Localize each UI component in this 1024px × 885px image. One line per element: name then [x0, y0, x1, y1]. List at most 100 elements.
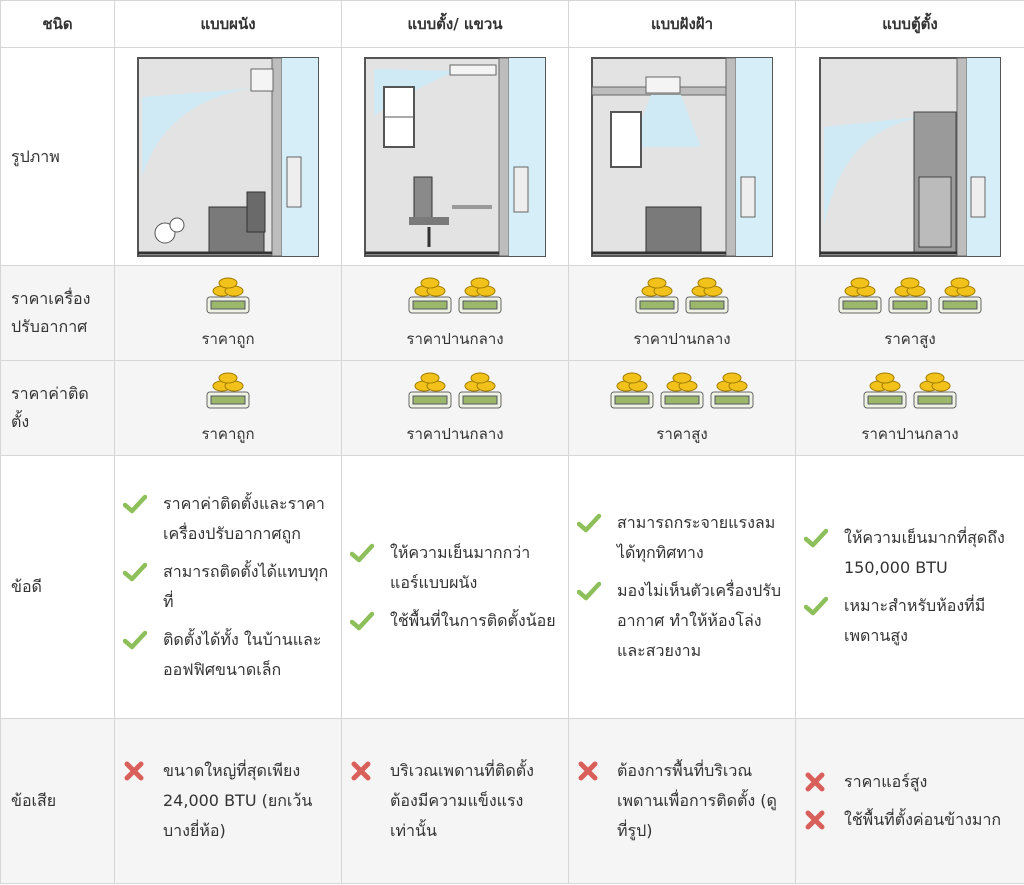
- money-icon: [407, 370, 453, 414]
- pros-cell: ราคาค่าติดตั้งและราคาเครื่องปรับอากาศถูก…: [114, 455, 342, 719]
- install-price-cell: ราคาสูง: [568, 360, 796, 456]
- check-icon: [577, 508, 617, 538]
- cross-icon: [577, 756, 617, 786]
- list-item: ให้ความเย็นมากที่สุดถึง 150,000 BTU: [804, 523, 1014, 583]
- list-item-text: ให้ความเย็นมากกว่าแอร์แบบผนัง: [390, 543, 531, 592]
- pros-cell: สามารถกระจายแรงลมได้ทุกทิศทางมองไม่เห็นต…: [568, 455, 796, 719]
- check-icon: [123, 557, 163, 587]
- money-icon: [837, 275, 883, 319]
- money-icon: [937, 275, 983, 319]
- list-item-text: เหมาะสำหรับห้องที่มีเพดานสูง: [844, 596, 986, 645]
- list-item-text: สามารถติดตั้งได้แทบทุกที่: [163, 562, 329, 611]
- pros-cell: ให้ความเย็นมากกว่าแอร์แบบผนังใช้พื้นที่ใ…: [341, 455, 569, 719]
- cross-icon: [804, 767, 844, 797]
- list-item-text: ให้ความเย็นมากที่สุดถึง 150,000 BTU: [844, 528, 1005, 577]
- money-icon: [709, 370, 755, 414]
- money-icon: [862, 370, 908, 414]
- list-item-text: ราคาค่าติดตั้งและราคาเครื่องปรับอากาศถูก: [163, 494, 325, 543]
- list-item: ใช้พื้นที่ตั้งค่อนข้างมาก: [804, 805, 1014, 835]
- money-icon: [609, 370, 655, 414]
- pros-list: ให้ความเย็นมากที่สุดถึง 150,000 BTU เหมาะ…: [796, 523, 1024, 651]
- check-icon: [804, 591, 844, 621]
- list-item: ติดตั้งได้ทั้ง ในบ้านและออฟฟิศขนาดเล็ก: [123, 625, 331, 685]
- pros-list: ราคาค่าติดตั้งและราคาเครื่องปรับอากาศถูก…: [115, 489, 341, 685]
- row-label-cons: ข้อเสีย: [0, 718, 115, 884]
- list-item-text: ราคาแอร์สูง: [844, 772, 928, 791]
- list-item-text: ขนาดใหญ่ที่สุดเพียง 24,000 BTU (ยกเว้นบา…: [163, 761, 313, 840]
- cons-cell: บริเวณเพดานที่ติดตั้งต้องมีความแข็งแรงเท…: [341, 718, 569, 884]
- money-icons: [342, 275, 568, 319]
- check-icon: [350, 538, 390, 568]
- cons-list: ต้องการพื้นที่บริเวณเพดานเพื่อการติดตั้ง…: [569, 756, 795, 846]
- cons-cell: ขนาดใหญ่ที่สุดเพียง 24,000 BTU (ยกเว้นบา…: [114, 718, 342, 884]
- cons-cell: ต้องการพื้นที่บริเวณเพดานเพื่อการติดตั้ง…: [568, 718, 796, 884]
- money-icon: [457, 275, 503, 319]
- money-icons: [342, 370, 568, 414]
- list-item-text: ใช้พื้นที่ตั้งค่อนข้างมาก: [844, 810, 1002, 829]
- check-icon: [123, 489, 163, 519]
- pros-list: สามารถกระจายแรงลมได้ทุกทิศทางมองไม่เห็นต…: [569, 508, 795, 666]
- header-floor-standing: แบบตู้ตั้ง: [795, 0, 1024, 48]
- list-item: ใช้พื้นที่ในการติดตั้งน้อย: [350, 606, 558, 636]
- list-item-text: ติดตั้งได้ทั้ง ในบ้านและออฟฟิศขนาดเล็ก: [163, 630, 322, 679]
- money-icon: [684, 275, 730, 319]
- price-label: ราคาปานกลาง: [406, 425, 504, 443]
- money-icon: [912, 370, 958, 414]
- list-item: สามารถกระจายแรงลมได้ทุกทิศทาง: [577, 508, 785, 568]
- money-icons: [115, 275, 341, 319]
- cons-cell: ราคาแอร์สูงใช้พื้นที่ตั้งค่อนข้างมาก: [795, 718, 1024, 884]
- list-item: มองไม่เห็นตัวเครื่องปรับอากาศ ทำให้ห้องโ…: [577, 576, 785, 666]
- header-row: ชนิด แบบผนัง แบบตั้ง/ แขวน แบบฝังฝ้า แบบ…: [0, 0, 1024, 48]
- install-price-cell: ราคาถูก: [114, 360, 342, 456]
- cons-list: ขนาดใหญ่ที่สุดเพียง 24,000 BTU (ยกเว้นบา…: [115, 756, 341, 846]
- money-icon: [634, 275, 680, 319]
- cross-icon: [804, 805, 844, 835]
- install-price-cell: ราคาปานกลาง: [341, 360, 569, 456]
- pros-row: ข้อดี ราคาค่าติดตั้งและราคาเครื่องปรับอา…: [0, 455, 1024, 719]
- money-icon: [205, 275, 251, 319]
- row-label-machine-price: ราคาเครื่องปรับอากาศ: [0, 265, 115, 361]
- machine-price-cell: ราคาสูง: [795, 265, 1024, 361]
- machine-price-cell: ราคาปานกลาง: [568, 265, 796, 361]
- money-icons: [569, 370, 795, 414]
- cons-list: ราคาแอร์สูงใช้พื้นที่ตั้งค่อนข้างมาก: [796, 767, 1024, 835]
- price-label: ราคาสูง: [656, 425, 708, 443]
- install-price-row: ราคาค่าติดตั้ง ราคาถูก ราคาปานกลาง ราคาส…: [0, 360, 1024, 456]
- list-item-text: บริเวณเพดานที่ติดตั้งต้องมีความแข็งแรงเท…: [390, 761, 534, 840]
- wall-ac-illustration: [114, 47, 342, 266]
- check-icon: [577, 576, 617, 606]
- money-icon: [457, 370, 503, 414]
- machine-price-cell: ราคาปานกลาง: [341, 265, 569, 361]
- list-item: ต้องการพื้นที่บริเวณเพดานเพื่อการติดตั้ง…: [577, 756, 785, 846]
- price-label: ราคาสูง: [884, 330, 936, 348]
- row-label-image: รูปภาพ: [0, 47, 115, 266]
- list-item-text: ใช้พื้นที่ในการติดตั้งน้อย: [390, 611, 556, 630]
- list-item: ขนาดใหญ่ที่สุดเพียง 24,000 BTU (ยกเว้นบา…: [123, 756, 331, 846]
- money-icon: [887, 275, 933, 319]
- row-label-pros: ข้อดี: [0, 455, 115, 719]
- cons-list: บริเวณเพดานที่ติดตั้งต้องมีความแข็งแรงเท…: [342, 756, 568, 846]
- list-item: ราคาแอร์สูง: [804, 767, 1014, 797]
- list-item-text: มองไม่เห็นตัวเครื่องปรับอากาศ ทำให้ห้องโ…: [617, 581, 781, 660]
- list-item: ให้ความเย็นมากกว่าแอร์แบบผนัง: [350, 538, 558, 598]
- list-item: ราคาค่าติดตั้งและราคาเครื่องปรับอากาศถูก: [123, 489, 331, 549]
- header-wall: แบบผนัง: [114, 0, 342, 48]
- money-icons: [796, 275, 1024, 319]
- header-floor-ceiling: แบบตั้ง/ แขวน: [341, 0, 569, 48]
- price-label: ราคาปานกลาง: [861, 425, 959, 443]
- machine-price-cell: ราคาถูก: [114, 265, 342, 361]
- image-row: รูปภาพ: [0, 47, 1024, 266]
- price-label: ราคาถูก: [201, 330, 255, 348]
- check-icon: [804, 523, 844, 553]
- money-icons: [796, 370, 1024, 414]
- list-item-text: สามารถกระจายแรงลมได้ทุกทิศทาง: [617, 513, 776, 562]
- money-icons: [569, 275, 795, 319]
- list-item: สามารถติดตั้งได้แทบทุกที่: [123, 557, 331, 617]
- header-cassette: แบบฝังฝ้า: [568, 0, 796, 48]
- price-label: ราคาถูก: [201, 425, 255, 443]
- cross-icon: [123, 756, 163, 786]
- money-icon: [659, 370, 705, 414]
- cons-row: ข้อเสีย ขนาดใหญ่ที่สุดเพียง 24,000 BTU (…: [0, 718, 1024, 884]
- list-item-text: ต้องการพื้นที่บริเวณเพดานเพื่อการติดตั้ง…: [617, 761, 777, 840]
